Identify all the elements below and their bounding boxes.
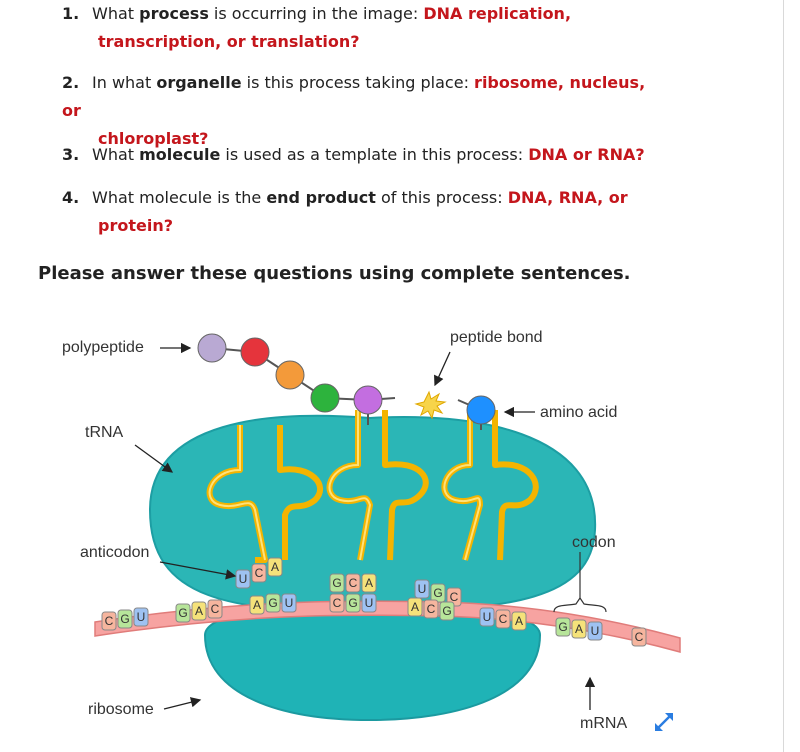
question-text: What	[92, 145, 140, 164]
question-3: 3. What molecule is used as a template in…	[62, 141, 662, 169]
svg-text:G: G	[558, 620, 567, 634]
label-codon: codon	[572, 534, 616, 551]
svg-text:C: C	[333, 596, 342, 610]
svg-text:A: A	[411, 600, 419, 614]
svg-text:U: U	[285, 596, 294, 610]
amino-acid-bead	[310, 383, 340, 413]
label-peptide-bond: peptide bond	[450, 329, 543, 346]
label-mrna: mRNA	[580, 715, 627, 732]
svg-text:G: G	[268, 596, 277, 610]
svg-text:C: C	[427, 602, 436, 616]
question-text: is this process taking place:	[241, 73, 475, 92]
label-anticodon: anticodon	[80, 544, 149, 561]
svg-text:G: G	[442, 604, 451, 618]
svg-text:C: C	[255, 566, 264, 580]
question-number: 2.	[62, 73, 80, 92]
svg-text:A: A	[365, 576, 373, 590]
svg-text:C: C	[105, 614, 114, 628]
label-trna: tRNA	[85, 424, 124, 441]
answer-options-cont: protein?	[98, 216, 173, 235]
svg-text:C: C	[211, 602, 220, 616]
svg-text:A: A	[575, 622, 583, 636]
svg-text:G: G	[178, 606, 187, 620]
question-keyword: molecule	[139, 145, 221, 164]
svg-text:C: C	[499, 612, 508, 626]
amino-acid-bead	[353, 385, 383, 415]
anticodon-bases	[235, 557, 462, 607]
mrna-bases	[101, 593, 647, 647]
svg-text:U: U	[418, 582, 427, 596]
question-text: In what	[92, 73, 157, 92]
amino-acid-bead	[466, 395, 496, 425]
question-text: of this process:	[375, 188, 508, 207]
question-4: 4. What molecule is the end product of th…	[62, 184, 662, 240]
answer-options-cont: chloroplast?	[98, 129, 209, 148]
svg-text:G: G	[348, 596, 357, 610]
label-ribosome: ribosome	[88, 701, 154, 718]
question-number: 1.	[62, 4, 80, 23]
codon-bracket	[553, 596, 607, 613]
svg-text:U: U	[239, 572, 248, 586]
right-border	[783, 0, 784, 752]
question-number: 3.	[62, 145, 80, 164]
amino-acid-bead	[240, 337, 270, 367]
answer-options: DNA or RNA?	[528, 145, 645, 164]
expand-icon[interactable]	[650, 708, 678, 736]
amino-acid-bead	[275, 360, 305, 390]
answer-options-cont: transcription, or translation?	[98, 32, 360, 51]
svg-text:A: A	[515, 614, 523, 628]
answer-options: ribosome, nucleus, or	[62, 73, 646, 120]
svg-text:A: A	[253, 598, 261, 612]
question-text: is used as a template in this process:	[220, 145, 529, 164]
question-text: is occurring in the image:	[208, 4, 424, 23]
question-keyword: end product	[266, 188, 376, 207]
question-keyword: process	[139, 4, 209, 23]
label-amino-acid: amino acid	[540, 404, 617, 421]
svg-text:G: G	[332, 576, 341, 590]
amino-acid-bead	[197, 333, 227, 363]
svg-text:A: A	[195, 604, 203, 618]
question-keyword: organelle	[156, 73, 242, 92]
svg-text:U: U	[483, 610, 492, 624]
question-1: 1. What process is occurring in the image…	[62, 0, 662, 56]
svg-text:C: C	[450, 590, 459, 604]
answer-options: DNA, RNA, or	[507, 188, 628, 207]
svg-text:C: C	[349, 576, 358, 590]
answer-options: DNA replication,	[423, 4, 572, 23]
svg-text:A: A	[271, 560, 279, 574]
question-text: What molecule is the	[92, 188, 267, 207]
svg-text:C: C	[635, 630, 644, 644]
question-text: What	[92, 4, 140, 23]
svg-text:U: U	[591, 624, 600, 638]
svg-text:U: U	[137, 610, 146, 624]
svg-text:G: G	[120, 612, 129, 626]
label-polypeptide: polypeptide	[62, 339, 144, 356]
question-2: 2. In what organelle is this process taki…	[62, 69, 662, 153]
svg-text:U: U	[365, 596, 374, 610]
peptide-bond-burst	[414, 390, 447, 420]
amino-acid-beads	[197, 333, 496, 425]
svg-text:G: G	[433, 586, 442, 600]
instruction-text: Please answer these questions using comp…	[38, 263, 631, 284]
question-number: 4.	[62, 188, 80, 207]
